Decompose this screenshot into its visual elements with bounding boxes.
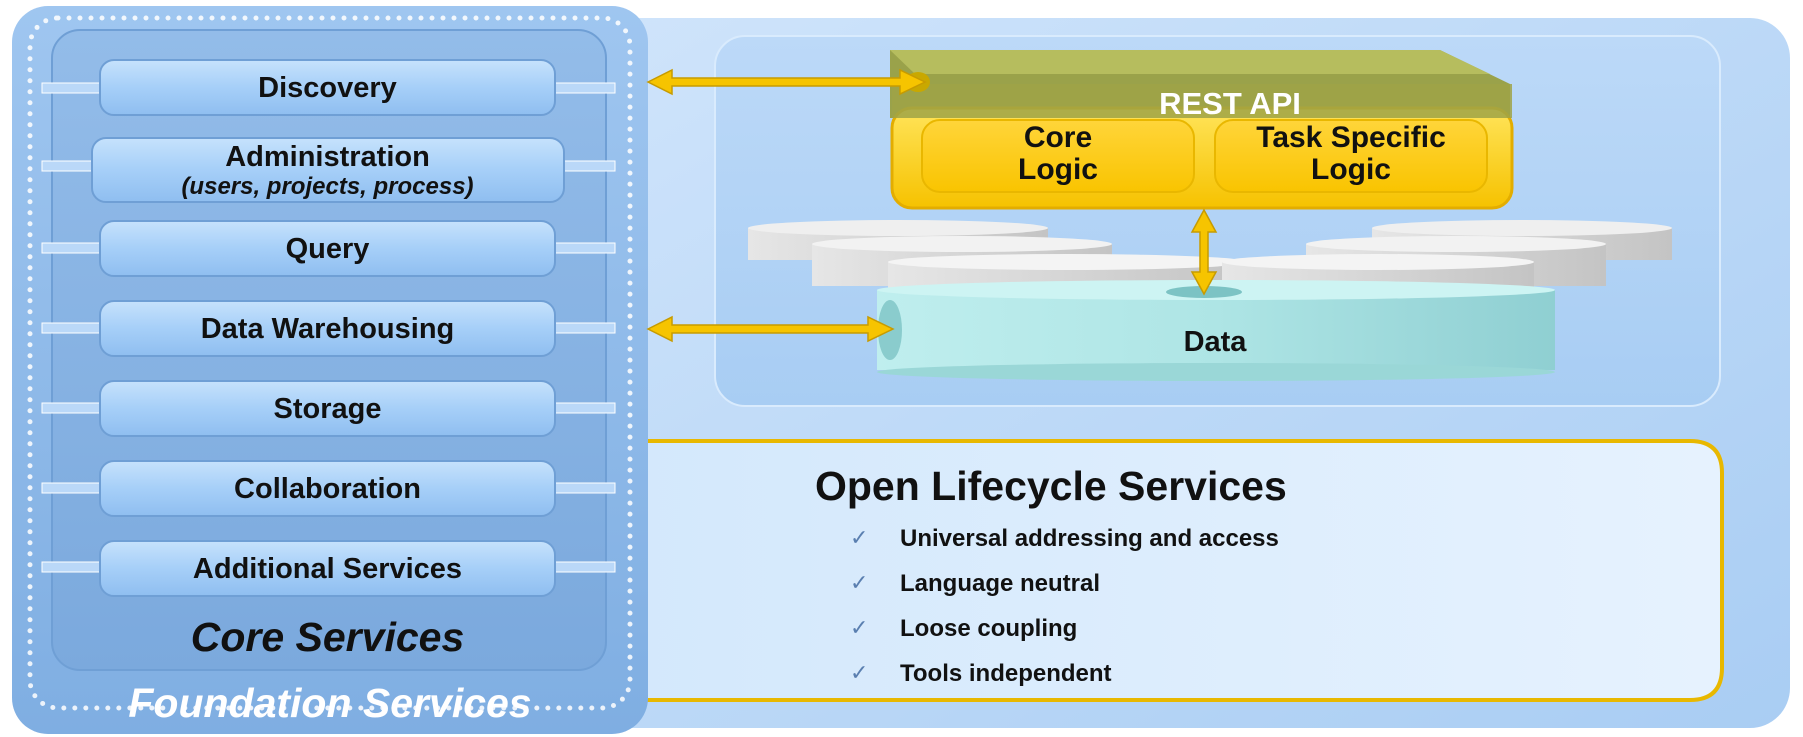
checkmark-icon: ✓ — [850, 571, 869, 596]
core-services-title: Core Services — [190, 614, 465, 660]
checkmark-icon: ✓ — [850, 526, 869, 551]
bullet-text: Loose coupling — [900, 614, 1078, 642]
service-label: Administration — [225, 141, 430, 173]
core-logic-label: Core Logic — [1018, 121, 1098, 186]
service-storage: Storage — [100, 383, 555, 435]
checkmark-icon: ✓ — [850, 661, 869, 686]
service-label: Storage — [273, 392, 382, 425]
bullet-item: ✓ Universal addressing and access — [850, 516, 1279, 561]
foundation-services-title: Foundation Services — [128, 680, 532, 726]
service-administration: Administration (users, projects, process… — [100, 140, 555, 202]
rest-api-title: REST API — [1159, 86, 1301, 121]
bullet-text: Universal addressing and access — [900, 524, 1279, 552]
open-lifecycle-title: Open Lifecycle Services — [815, 463, 1287, 509]
bullet-item: ✓ Language neutral — [850, 561, 1279, 606]
service-label: Collaboration — [234, 472, 421, 505]
service-label: Data Warehousing — [200, 312, 455, 345]
service-query: Query — [100, 223, 555, 275]
bullet-item: ✓ Loose coupling — [850, 606, 1279, 651]
task-specific-logic-label: Task Specific Logic — [1256, 121, 1446, 186]
service-additional: Additional Services — [100, 543, 555, 595]
checkmark-icon: ✓ — [850, 616, 869, 641]
bullet-text: Language neutral — [900, 569, 1101, 597]
service-sublabel: (users, projects, process) — [181, 173, 474, 200]
service-label: Discovery — [258, 71, 397, 104]
service-discovery: Discovery — [100, 62, 555, 114]
service-collaboration: Collaboration — [100, 463, 555, 515]
service-label: Additional Services — [192, 552, 463, 585]
service-label: Query — [285, 232, 370, 265]
data-label: Data — [1183, 326, 1247, 358]
bullet-item: ✓ Tools independent — [850, 651, 1279, 696]
bullet-text: Tools independent — [900, 659, 1112, 687]
service-data-warehousing: Data Warehousing — [100, 303, 555, 355]
open-lifecycle-bullets: ✓ Universal addressing and access ✓ Langua… — [850, 516, 1279, 696]
